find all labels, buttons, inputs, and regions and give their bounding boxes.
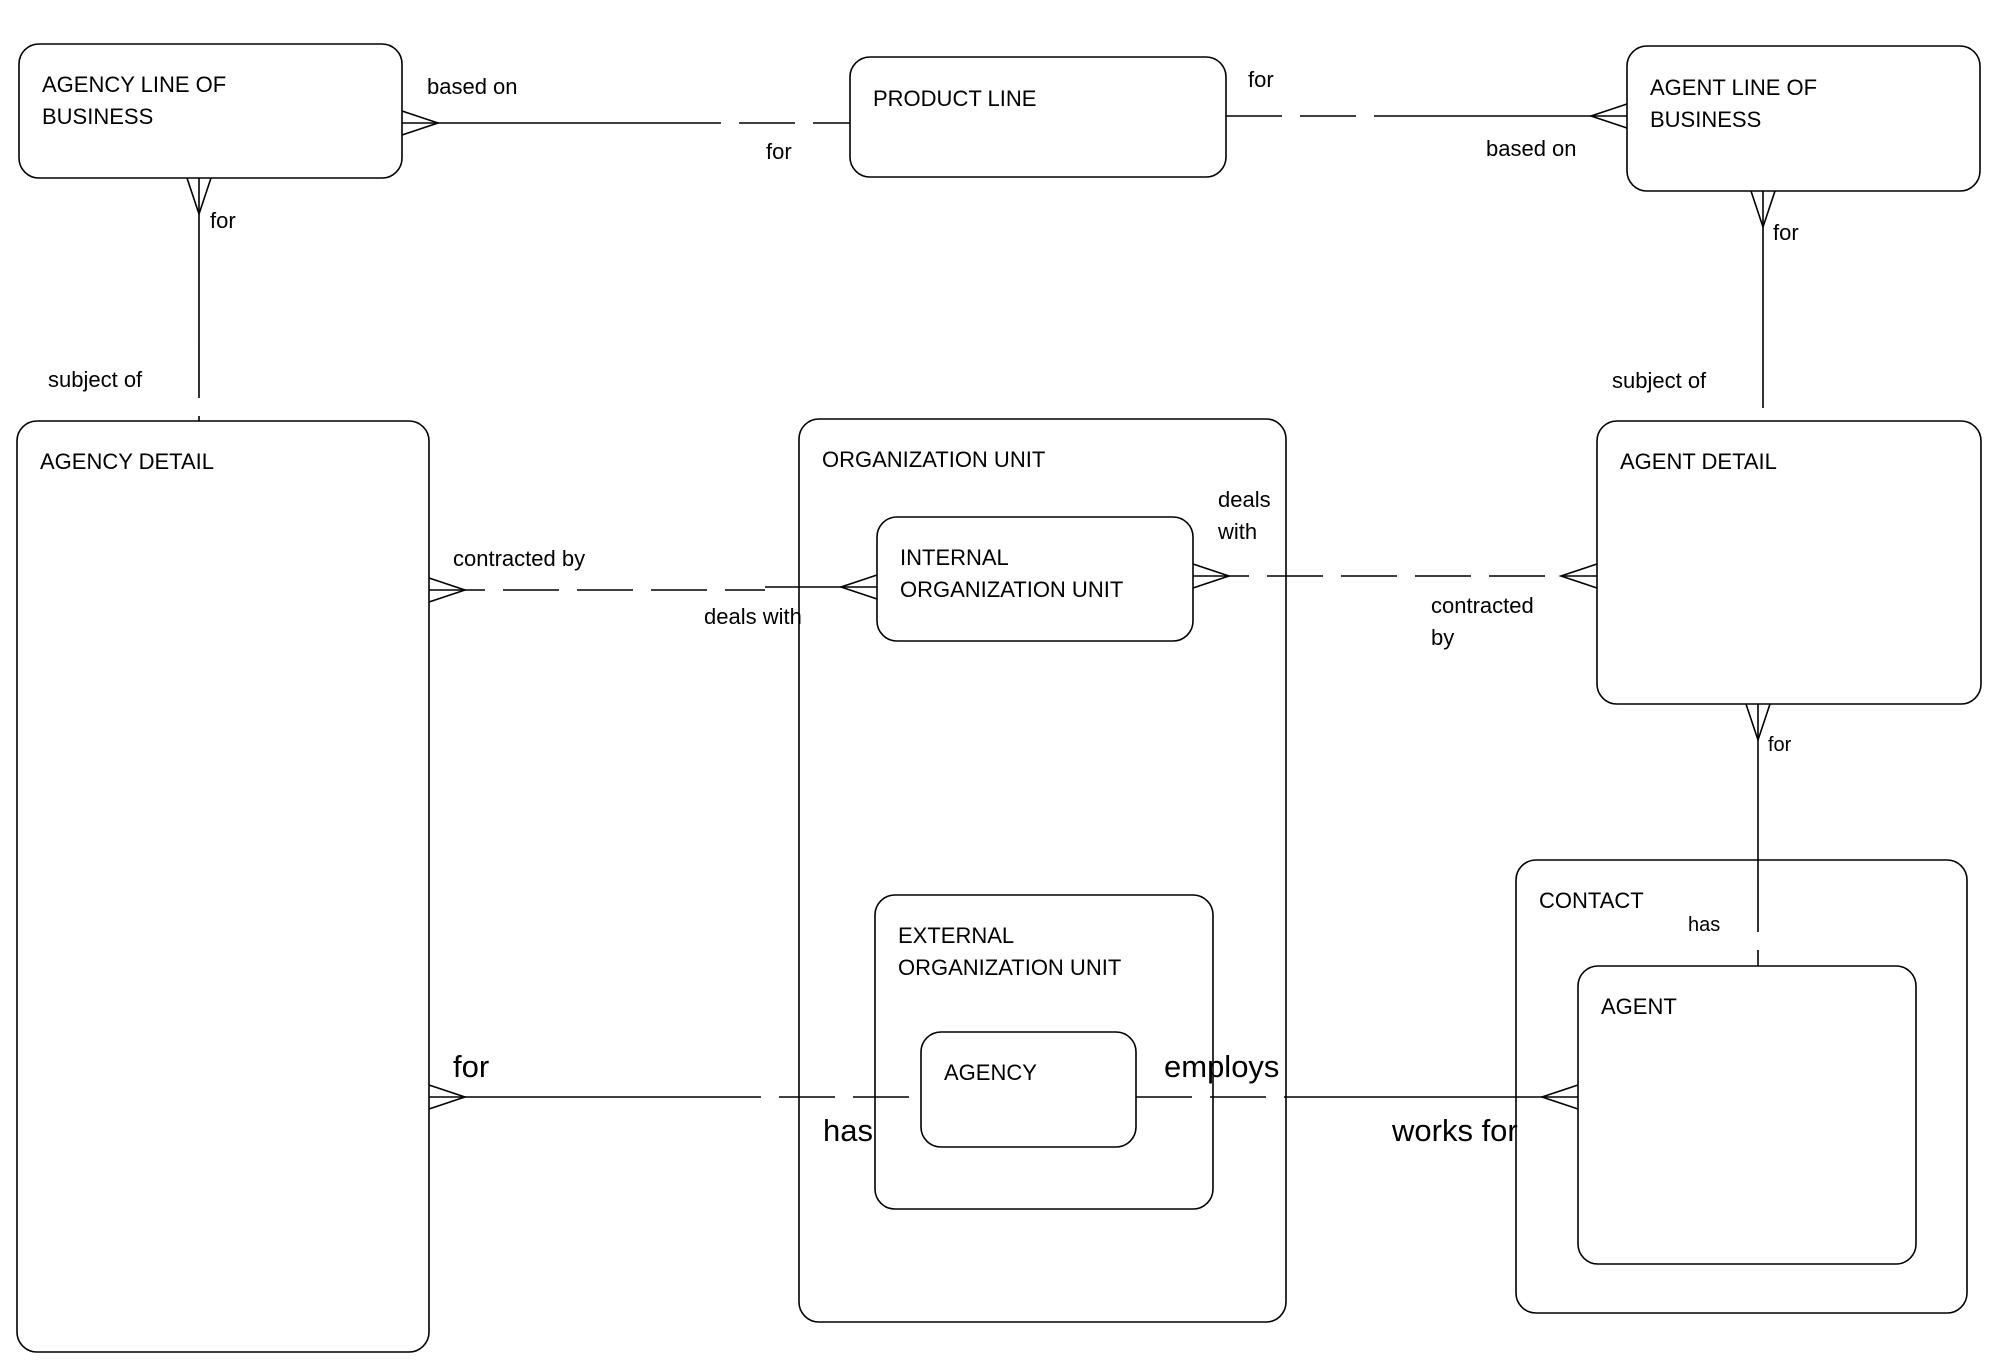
entity-agency: AGENCY <box>920 1031 1137 1148</box>
entity-agency-line-of-business: AGENCY LINE OF BUSINESS <box>18 43 403 179</box>
entity-label: ORGANIZATION UNIT <box>900 577 1123 602</box>
entity-internal-organization-unit: INTERNAL ORGANIZATION UNIT <box>876 516 1194 642</box>
entity-label: ORGANIZATION UNIT <box>822 447 1045 472</box>
relationship-label: has <box>1688 914 1720 936</box>
relationship-label: for <box>1248 67 1274 92</box>
relationship-label: based on <box>427 74 518 99</box>
entity-product-line: PRODUCT LINE <box>849 56 1227 178</box>
relationship-label: has <box>823 1113 873 1148</box>
entity-label: BUSINESS <box>42 104 153 129</box>
entity-label: AGENT LINE OF <box>1650 75 1817 100</box>
relationship-label: subject of <box>48 367 143 392</box>
relationship-label: for <box>210 208 236 233</box>
entity-label: ORGANIZATION UNIT <box>898 955 1121 980</box>
relationship-label: with <box>1217 519 1257 544</box>
relationship-product-line-agent-lob: for based on <box>1226 67 1628 161</box>
entity-agent-detail: AGENT DETAIL <box>1596 420 1982 705</box>
relationship-agency-detail-agency: for has <box>428 1049 921 1148</box>
relationship-label: deals <box>1218 487 1271 512</box>
relationship-internal-unit-agent-detail: deals with contracted by <box>1192 487 1598 650</box>
entity-label: AGENT <box>1601 994 1677 1019</box>
entity-label: INTERNAL <box>900 545 1009 570</box>
crows-foot <box>1539 1084 1579 1110</box>
relationship-agency-detail-internal-unit: contracted by deals with <box>428 546 878 629</box>
entity-label: CONTACT <box>1539 888 1644 913</box>
relationship-agent-lob-agent-detail: for subject of <box>1612 190 1799 421</box>
entity-label: AGENCY LINE OF <box>42 72 226 97</box>
relationship-label: contracted <box>1431 593 1534 618</box>
crows-foot <box>1558 563 1598 589</box>
relationship-label: for <box>1773 220 1799 245</box>
relationship-agency-agent: employs works for <box>1136 1049 1579 1148</box>
entity-agency-detail: AGENCY DETAIL <box>16 420 430 1353</box>
entity-agent-line-of-business: AGENT LINE OF BUSINESS <box>1626 45 1981 192</box>
entity-agent: AGENT <box>1577 965 1917 1265</box>
entity-label: AGENCY <box>944 1060 1037 1085</box>
relationship-agent-detail-agent: for has <box>1688 703 1792 966</box>
entity-label: PRODUCT LINE <box>873 86 1036 111</box>
crows-foot <box>1750 190 1776 230</box>
relationship-label: for <box>766 139 792 164</box>
entity-label: EXTERNAL <box>898 923 1014 948</box>
relationship-agency-lob-product-line: based on for <box>401 74 850 164</box>
crows-foot <box>1745 703 1771 743</box>
entity-label: AGENCY DETAIL <box>40 449 214 474</box>
crows-foot <box>428 577 468 603</box>
crows-foot <box>428 1084 468 1110</box>
crows-foot <box>1588 103 1628 129</box>
relationship-label: by <box>1431 625 1454 650</box>
relationship-label: for <box>453 1049 489 1084</box>
crows-foot <box>1192 563 1232 589</box>
crows-foot <box>186 177 212 217</box>
relationship-label: employs <box>1164 1049 1279 1084</box>
relationship-label: works for <box>1391 1113 1518 1148</box>
relationship-label: for <box>1768 734 1792 756</box>
relationship-label: based on <box>1486 136 1577 161</box>
crows-foot <box>838 574 878 600</box>
entity-label: BUSINESS <box>1650 107 1761 132</box>
relationship-label: subject of <box>1612 368 1707 393</box>
crows-foot <box>401 110 441 136</box>
relationship-label: deals with <box>704 604 802 629</box>
entity-label: AGENT DETAIL <box>1620 449 1777 474</box>
relationship-label: contracted by <box>453 546 585 571</box>
relationship-agency-lob-agency-detail: for subject of <box>48 177 236 421</box>
